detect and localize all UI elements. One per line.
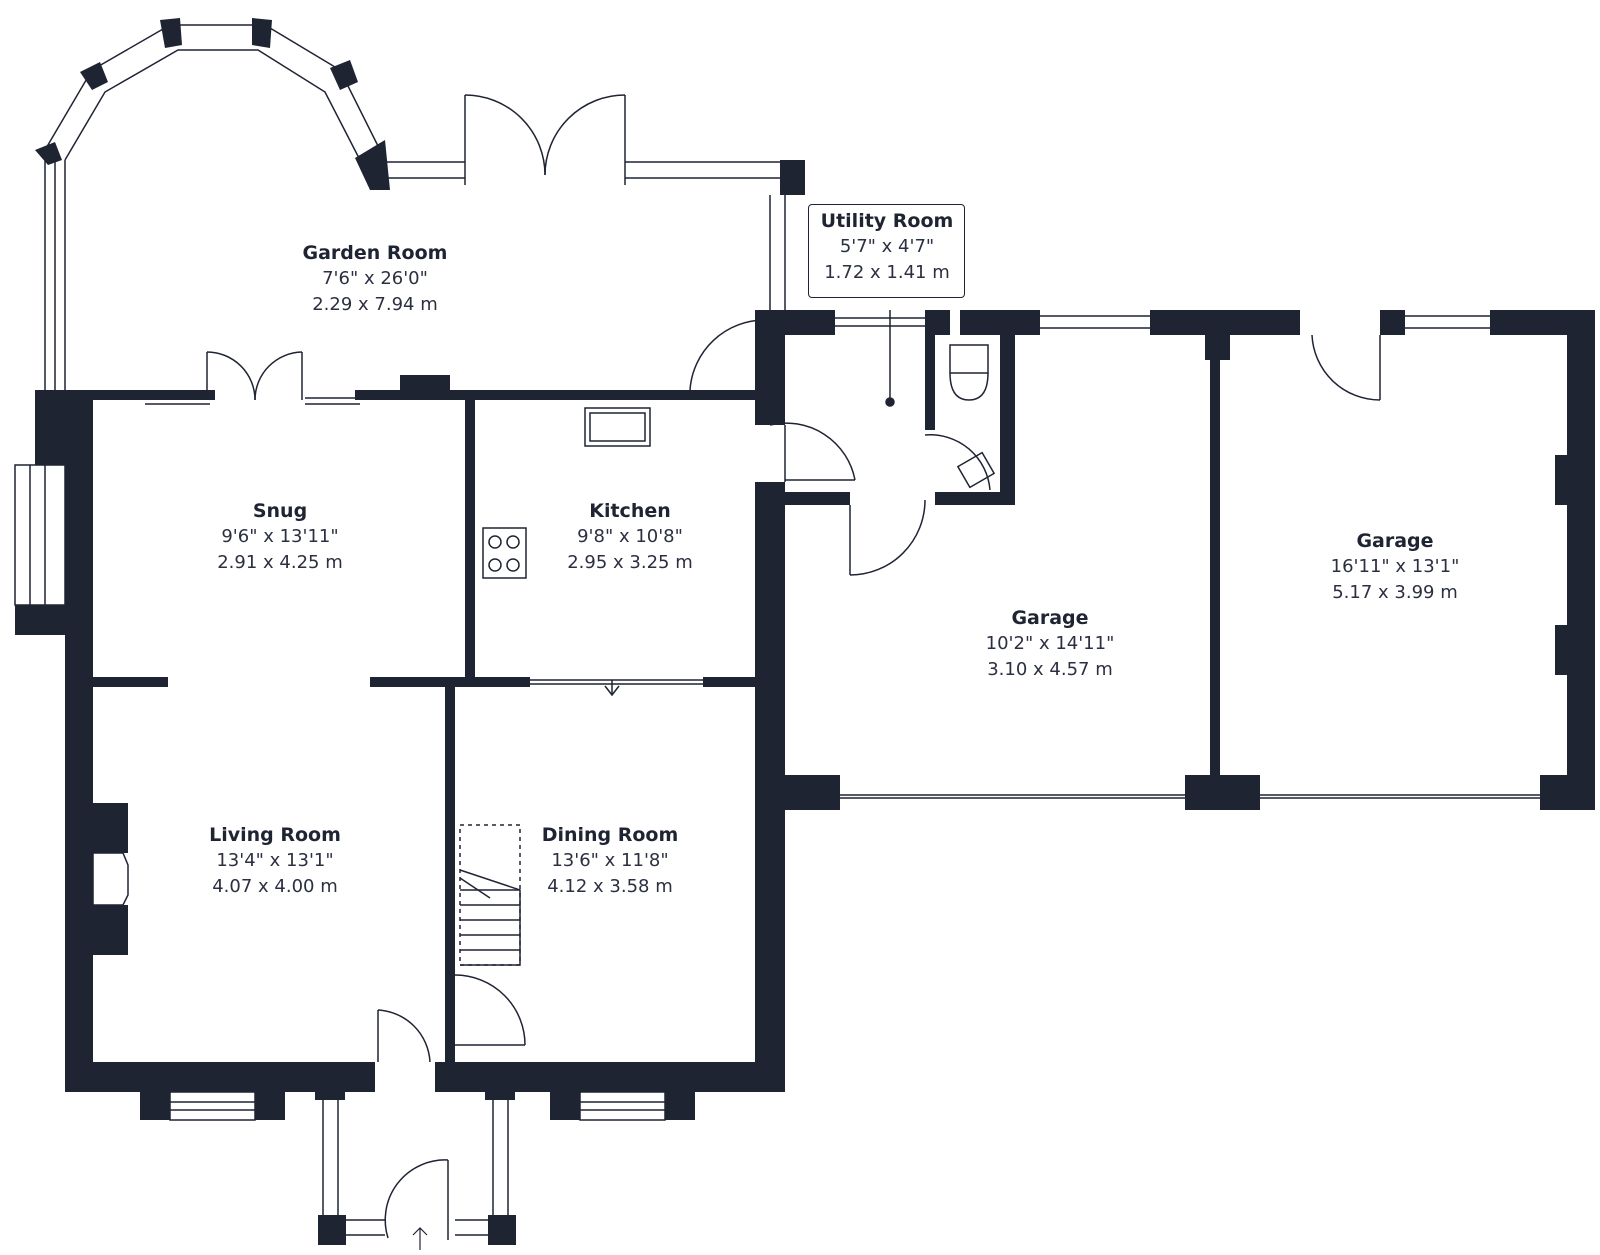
living-room-label: Living Room 13'4" x 13'1" 4.07 x 4.00 m	[160, 822, 390, 900]
doors-windows	[14, 310, 1540, 1240]
dining-room-label: Dining Room 13'6" x 11'8" 4.12 x 3.58 m	[495, 822, 725, 900]
garden-room-label: Garden Room 7'6" x 26'0" 2.29 x 7.94 m	[255, 240, 495, 318]
room-dimensions-metric: 2.29 x 7.94 m	[312, 294, 438, 315]
room-name: Living Room	[209, 824, 341, 846]
room-dimensions-imperial: 7'6" x 26'0"	[322, 268, 428, 289]
room-dimensions-imperial: 5'7" x 4'7"	[839, 236, 935, 257]
room-name: Garden Room	[302, 242, 448, 264]
room-dimensions-metric: 2.95 x 3.25 m	[567, 552, 693, 573]
room-dimensions-imperial: 13'6" x 11'8"	[551, 850, 669, 871]
room-dimensions-imperial: 9'6" x 13'11"	[221, 526, 339, 547]
walls	[15, 160, 1595, 1245]
room-dimensions-imperial: 13'4" x 13'1"	[216, 850, 334, 871]
room-dimensions-metric: 2.91 x 4.25 m	[217, 552, 343, 573]
room-dimensions-metric: 5.17 x 3.99 m	[1332, 582, 1458, 603]
room-dimensions-metric: 4.12 x 3.58 m	[547, 876, 673, 897]
room-dimensions-imperial: 16'11" x 13'1"	[1330, 556, 1460, 577]
room-name: Dining Room	[541, 824, 679, 846]
bay-corner-posts	[35, 18, 390, 190]
snug-label: Snug 9'6" x 13'11" 2.91 x 4.25 m	[170, 498, 390, 576]
room-name: Garage	[1011, 607, 1089, 629]
room-dimensions-metric: 4.07 x 4.00 m	[212, 876, 338, 897]
room-name: Kitchen	[589, 500, 671, 522]
kitchen-label: Kitchen 9'8" x 10'8" 2.95 x 3.25 m	[520, 498, 740, 576]
entrance-arrow-icon	[412, 1227, 428, 1250]
utility-room-label: Utility Room 5'7" x 4'7" 1.72 x 1.41 m	[808, 208, 966, 286]
room-dimensions-metric: 3.10 x 4.57 m	[987, 659, 1113, 680]
room-name: Garage	[1356, 530, 1434, 552]
room-name: Utility Room	[820, 210, 954, 232]
garage-large-label: Garage 16'11" x 13'1" 5.17 x 3.99 m	[1280, 528, 1510, 606]
garden-room-bay	[44, 24, 786, 400]
room-dimensions-metric: 1.72 x 1.41 m	[824, 262, 950, 283]
room-dimensions-imperial: 9'8" x 10'8"	[577, 526, 683, 547]
utility-room-callout	[808, 204, 965, 298]
room-dimensions-imperial: 10'2" x 14'11"	[985, 633, 1115, 654]
garage-small-label: Garage 10'2" x 14'11" 3.10 x 4.57 m	[935, 605, 1165, 683]
room-name: Snug	[252, 500, 308, 522]
